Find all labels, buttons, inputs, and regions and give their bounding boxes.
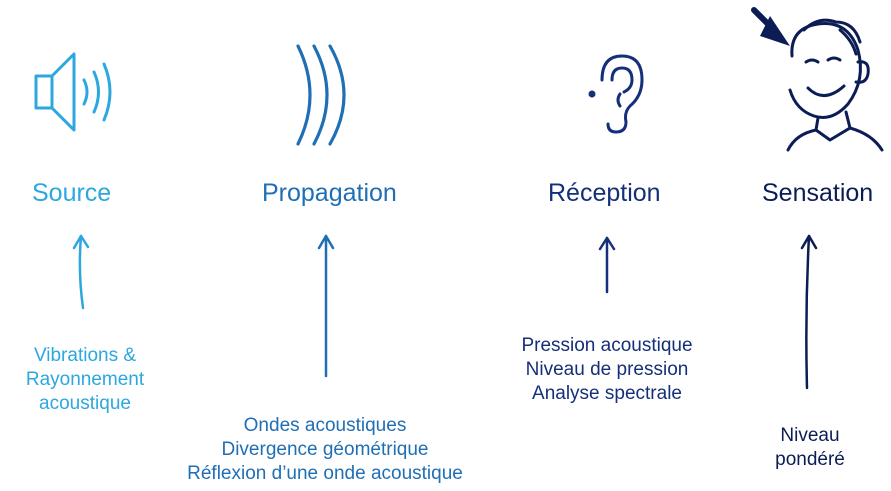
description-line: Réflexion d’une onde acoustique: [187, 463, 463, 484]
stage-description-sensation: Niveau pondéré: [760, 424, 860, 472]
speaker-icon: [34, 52, 112, 132]
sound-waves-icon: [296, 44, 346, 146]
description-line: Niveau de pression: [525, 359, 689, 380]
ear-icon: [588, 54, 644, 134]
description-line: Divergence géométrique: [221, 439, 429, 460]
stage-title-propagation: Propagation: [262, 179, 397, 207]
description-line: Ondes acoustiques: [243, 415, 407, 436]
description-line: Vibrations &: [33, 345, 137, 366]
description-line: Analyse spectrale: [532, 383, 682, 404]
stage-title-reception: Réception: [548, 179, 661, 207]
arrow-up-icon: [72, 234, 90, 310]
arrow-up-icon: [317, 234, 335, 378]
stage-title-sensation: Sensation: [762, 179, 874, 207]
stage-description-source: Vibrations & Rayonnement acoustique: [10, 344, 160, 416]
smiling-person-icon: [751, 7, 884, 152]
description-line: Rayonnement: [25, 369, 145, 390]
arrow-up-icon: [598, 236, 616, 294]
description-line: Pression acoustique: [521, 335, 693, 356]
stage-description-propagation: Ondes acoustiques Divergence géométrique…: [130, 414, 520, 486]
arrow-up-icon: [800, 234, 818, 390]
description-line: pondéré: [775, 449, 845, 470]
description-line: acoustique: [39, 393, 131, 414]
description-line: Niveau: [780, 425, 840, 446]
stage-title-source: Source: [32, 179, 112, 207]
stage-description-reception: Pression acoustique Niveau de pression A…: [482, 334, 732, 406]
